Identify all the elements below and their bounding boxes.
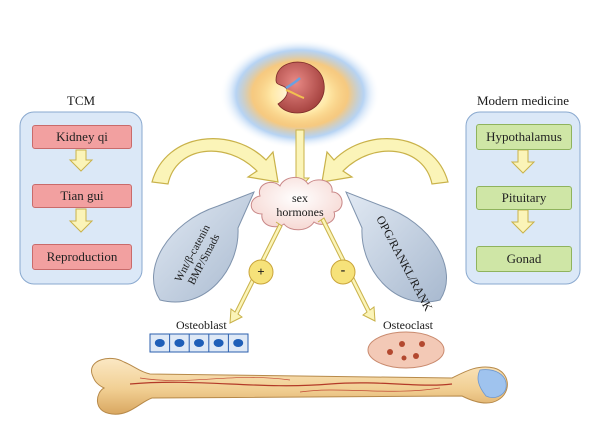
modern-step-gonad: Gonad xyxy=(476,246,572,272)
modern-step-pituitary: Pituitary xyxy=(476,186,572,210)
sex-hormones-label-line2: hormones xyxy=(276,205,324,219)
osteoclast-cell xyxy=(367,331,445,369)
negative-sign-circle xyxy=(330,259,356,285)
modern-step-hypothalamus: Hypothalamus xyxy=(476,124,572,150)
femur-bone xyxy=(91,358,508,415)
modern-medicine-title: Modern medicine xyxy=(476,93,570,108)
osteoblast-label: Osteoblast xyxy=(176,318,227,332)
negative-sign: - xyxy=(340,263,346,278)
pathway-bubble-right xyxy=(345,191,447,303)
positive-sign-circle xyxy=(248,259,274,285)
kidney-icon xyxy=(275,61,325,114)
osteoblast-cells xyxy=(149,333,249,353)
osteoclast-label: Osteoclast xyxy=(383,318,433,332)
tcm-arrow-2 xyxy=(68,208,94,233)
tcm-arrow-1 xyxy=(68,149,94,172)
tcm-title: TCM xyxy=(66,93,96,108)
sex-hormones-label-line1: sex xyxy=(292,191,308,205)
sex-hormones-cloud xyxy=(250,177,343,231)
positive-sign: + xyxy=(257,264,265,279)
curved-arrow-left xyxy=(151,138,279,185)
tcm-step-reproduction: Reproduction xyxy=(32,244,132,270)
tcm-step-tian-gui: Tian gui xyxy=(32,184,132,208)
pathway-bubble-left xyxy=(153,191,255,303)
modern-arrow-2 xyxy=(510,209,536,234)
curved-arrow-right xyxy=(321,138,449,185)
modern-arrow-1 xyxy=(510,149,536,174)
tcm-step-kidney-qi: Kidney qi xyxy=(32,125,132,149)
